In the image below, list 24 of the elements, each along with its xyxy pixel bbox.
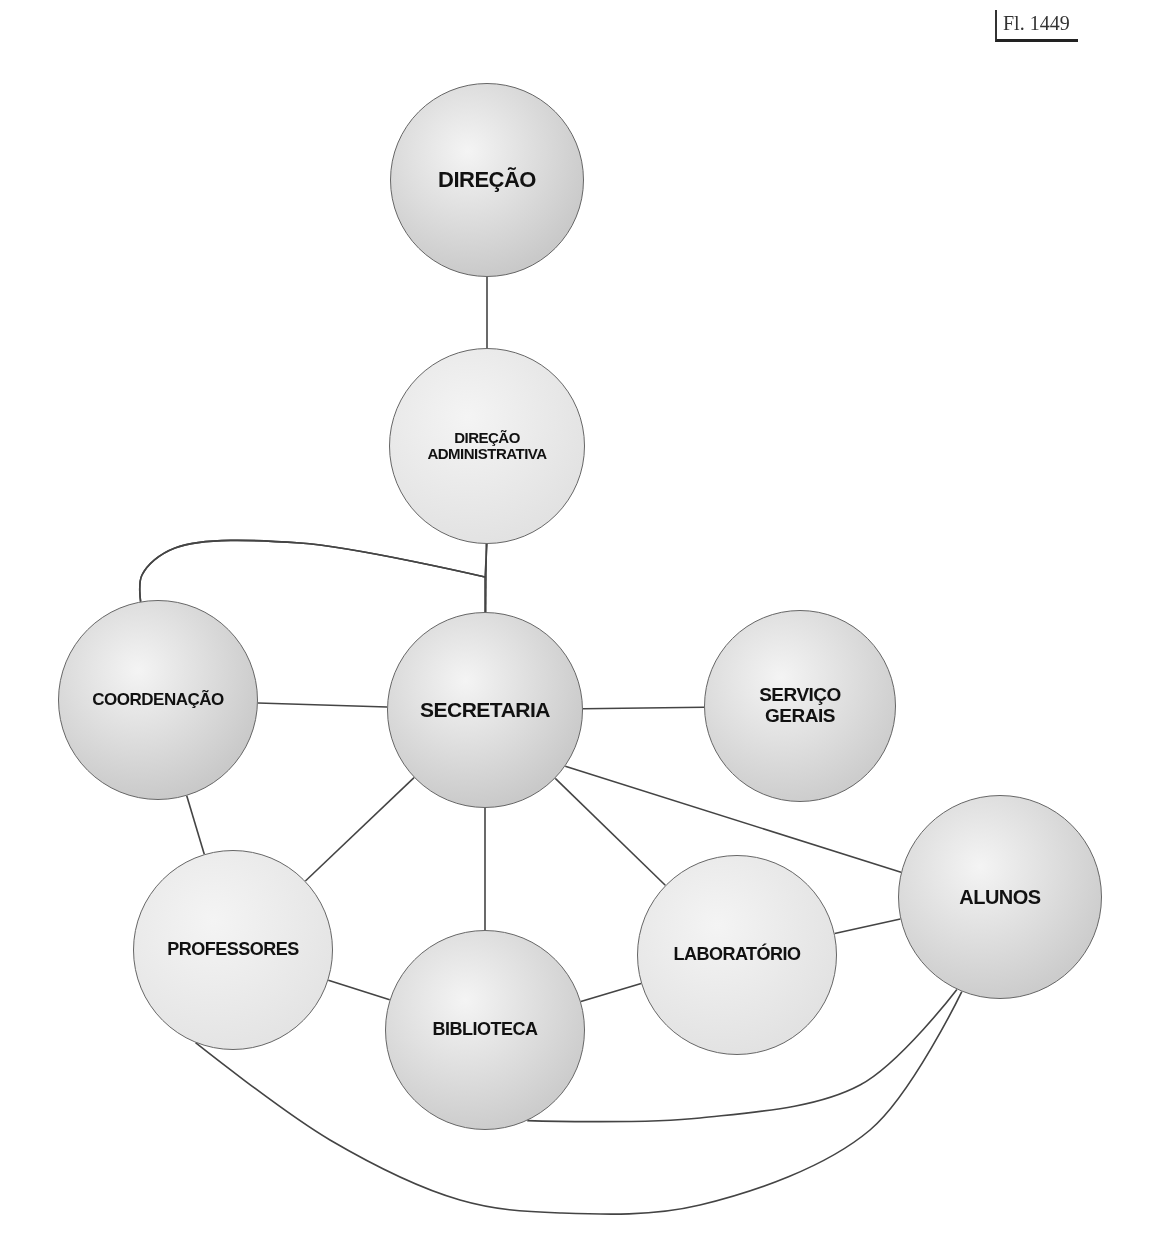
- connector-line: [327, 979, 391, 1001]
- connector-line: [486, 276, 488, 349]
- connector-line: [484, 543, 488, 613]
- connector-line: [833, 918, 902, 935]
- node-label: DIREÇÃO: [438, 167, 536, 193]
- connector-line: [484, 807, 486, 931]
- node-label: ALUNOS: [959, 886, 1041, 908]
- node-label: BIBLIOTECA: [432, 1020, 538, 1040]
- node-label: SERVIÇO GERAIS: [758, 685, 842, 727]
- connector-line: [564, 765, 902, 874]
- node-label: LABORATÓRIO: [673, 945, 801, 965]
- connector-line: [185, 795, 206, 855]
- connector-line: [582, 706, 705, 710]
- connector-line: [304, 776, 415, 882]
- node-label: SECRETARIA: [420, 698, 550, 722]
- connector-line: [580, 982, 642, 1003]
- connector-line: [526, 988, 958, 1123]
- connector-line: [257, 702, 388, 708]
- node-label: DIREÇÃO ADMINISTRATIVA: [426, 429, 548, 463]
- page-number-stamp: Fl. 1449: [995, 10, 1078, 42]
- node-label: COORDENAÇÃO: [92, 690, 224, 710]
- node-label: PROFESSORES: [167, 940, 299, 960]
- connector-line: [194, 990, 963, 1215]
- connector-line: [554, 777, 667, 887]
